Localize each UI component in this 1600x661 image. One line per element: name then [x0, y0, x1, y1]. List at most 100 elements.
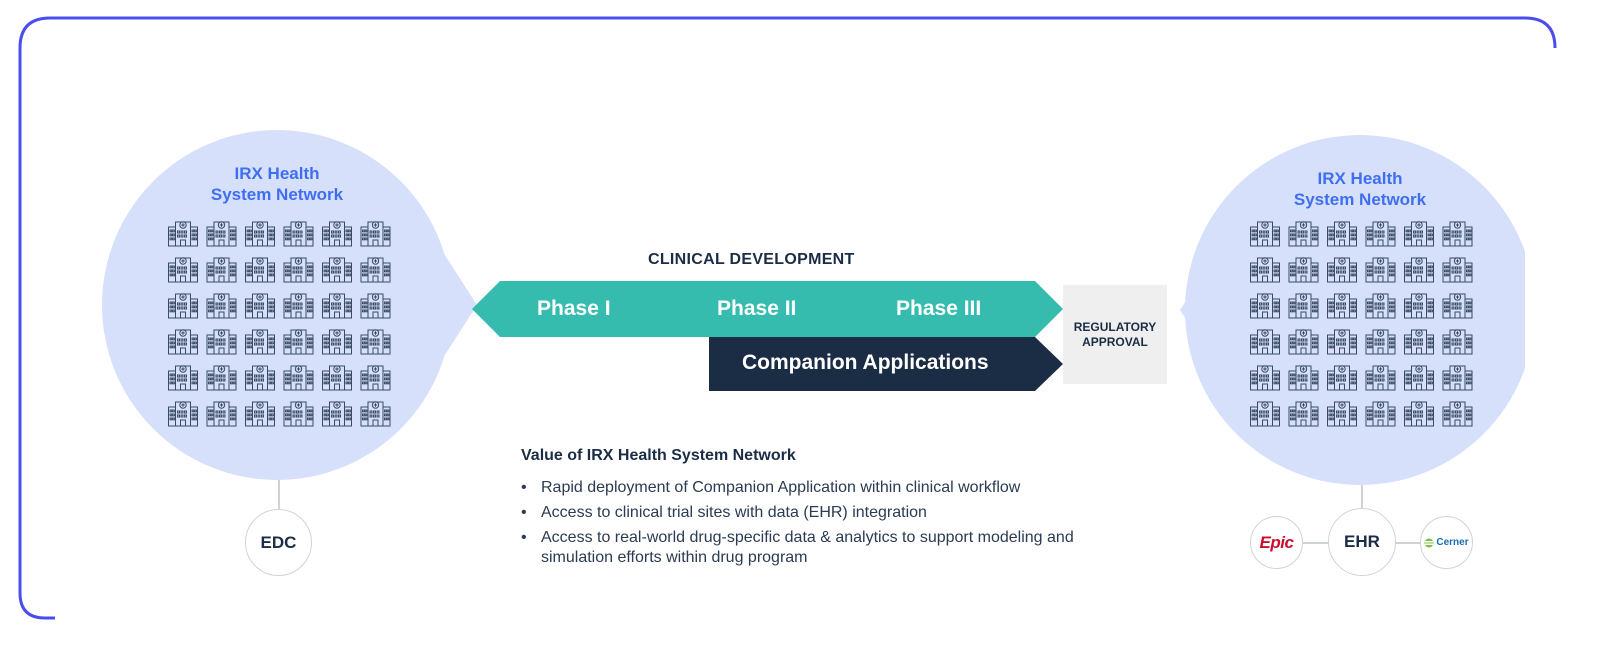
hospital-building-icon — [1404, 293, 1434, 319]
hospital-building-icon — [283, 401, 314, 427]
hospital-building-icon — [206, 329, 237, 355]
hospital-building-icon — [245, 401, 275, 427]
hospital-building-icon — [1327, 329, 1357, 355]
phase-1-label: Phase I — [537, 297, 611, 320]
hospital-building-icon — [360, 365, 391, 391]
hospital-building-icon — [1250, 221, 1280, 247]
value-item: Access to real-world drug-specific data … — [521, 528, 1141, 568]
ehr-node: EHR — [1328, 508, 1396, 576]
hospital-building-icon — [1288, 293, 1319, 319]
hospital-building-icon — [1404, 221, 1434, 247]
hospital-building-icon — [1404, 329, 1434, 355]
hospital-building-icon — [322, 221, 352, 247]
companion-arrow — [709, 337, 1063, 391]
edc-node: EDC — [245, 509, 312, 576]
hospital-building-icon — [1250, 401, 1280, 427]
hospital-building-icon — [360, 401, 391, 427]
left-title-line1: IRX Health — [234, 164, 320, 183]
ehr-connector-left — [1301, 542, 1331, 544]
ehr-label: EHR — [1344, 532, 1380, 551]
hospital-building-icon — [1442, 401, 1473, 427]
hospital-building-icon — [1288, 329, 1319, 355]
hospital-building-icon — [245, 365, 275, 391]
cerner-logo: Cerner — [1424, 537, 1469, 548]
value-title: Value of IRX Health System Network — [521, 447, 796, 464]
hospital-building-icon — [245, 293, 275, 319]
epic-node: Epic — [1250, 516, 1303, 569]
hospital-building-icon — [360, 221, 391, 247]
right-building-grid — [1250, 221, 1473, 427]
hospital-building-icon — [1365, 401, 1396, 427]
hospital-building-icon — [245, 221, 275, 247]
hospital-building-icon — [1250, 257, 1280, 283]
phase-2-label: Phase II — [717, 297, 797, 320]
hospital-building-icon — [206, 365, 237, 391]
clinical-development-title: CLINICAL DEVELOPMENT — [648, 251, 855, 268]
regulatory-line2: APPROVAL — [1082, 334, 1148, 349]
hospital-building-icon — [206, 257, 237, 283]
hospital-building-icon — [1442, 257, 1473, 283]
left-network-circle: IRX Health System Network — [102, 130, 477, 480]
edc-connector — [278, 480, 280, 510]
hospital-building-icon — [1250, 293, 1280, 319]
hospital-building-icon — [1288, 401, 1319, 427]
value-item: Access to clinical trial sites with data… — [521, 503, 1141, 523]
hospital-building-icon — [206, 221, 237, 247]
hospital-building-icon — [1404, 257, 1434, 283]
regulatory-approval-box: REGULATORY APPROVAL — [1063, 285, 1167, 384]
left-building-grid — [168, 221, 391, 427]
hospital-building-icon — [1442, 365, 1473, 391]
hospital-building-icon — [168, 329, 198, 355]
cerner-node: Cerner — [1420, 516, 1473, 569]
hospital-building-icon — [322, 329, 352, 355]
hospital-building-icon — [283, 365, 314, 391]
hospital-building-icon — [245, 257, 275, 283]
hospital-building-icon — [1365, 221, 1396, 247]
phases-arrow — [472, 281, 1063, 337]
hospital-building-icon — [245, 329, 275, 355]
phase-3-label: Phase III — [896, 297, 982, 320]
hospital-building-icon — [1404, 365, 1434, 391]
hospital-building-icon — [322, 293, 352, 319]
hospital-building-icon — [283, 221, 314, 247]
ehr-connector-vertical — [1361, 485, 1363, 509]
left-title-line2: System Network — [210, 185, 344, 204]
hospital-building-icon — [168, 365, 198, 391]
hospital-building-icon — [1288, 257, 1319, 283]
hospital-building-icon — [322, 365, 352, 391]
epic-logo: Epic — [1259, 532, 1294, 552]
hospital-building-icon — [1404, 401, 1434, 427]
right-title-line1: IRX Health — [1317, 169, 1403, 188]
left-network-title: IRX Health System Network — [102, 163, 452, 205]
regulatory-line1: REGULATORY — [1073, 319, 1157, 334]
hospital-building-icon — [1365, 257, 1396, 283]
hospital-building-icon — [206, 293, 237, 319]
hospital-building-icon — [1288, 365, 1319, 391]
hospital-building-icon — [1442, 221, 1473, 247]
hospital-building-icon — [322, 257, 352, 283]
hospital-building-icon — [360, 257, 391, 283]
hospital-building-icon — [1250, 329, 1280, 355]
companion-applications-label: Companion Applications — [742, 351, 989, 374]
right-network-shape — [1180, 135, 1525, 485]
hospital-building-icon — [168, 293, 198, 319]
hospital-building-icon — [168, 401, 198, 427]
hospital-building-icon — [283, 293, 314, 319]
hospital-building-icon — [168, 257, 198, 283]
hospital-building-icon — [1442, 293, 1473, 319]
hospital-building-icon — [1327, 401, 1357, 427]
hospital-building-icon — [1442, 329, 1473, 355]
cerner-icon — [1424, 538, 1434, 547]
hospital-building-icon — [1327, 293, 1357, 319]
right-network-circle: IRX Health System Network — [1180, 135, 1535, 485]
hospital-building-icon — [206, 401, 237, 427]
hospital-building-icon — [283, 257, 314, 283]
hospital-building-icon — [168, 221, 198, 247]
hospital-building-icon — [360, 293, 391, 319]
hospital-building-icon — [1365, 293, 1396, 319]
hospital-building-icon — [1365, 365, 1396, 391]
hospital-building-icon — [322, 401, 352, 427]
hospital-building-icon — [1365, 329, 1396, 355]
